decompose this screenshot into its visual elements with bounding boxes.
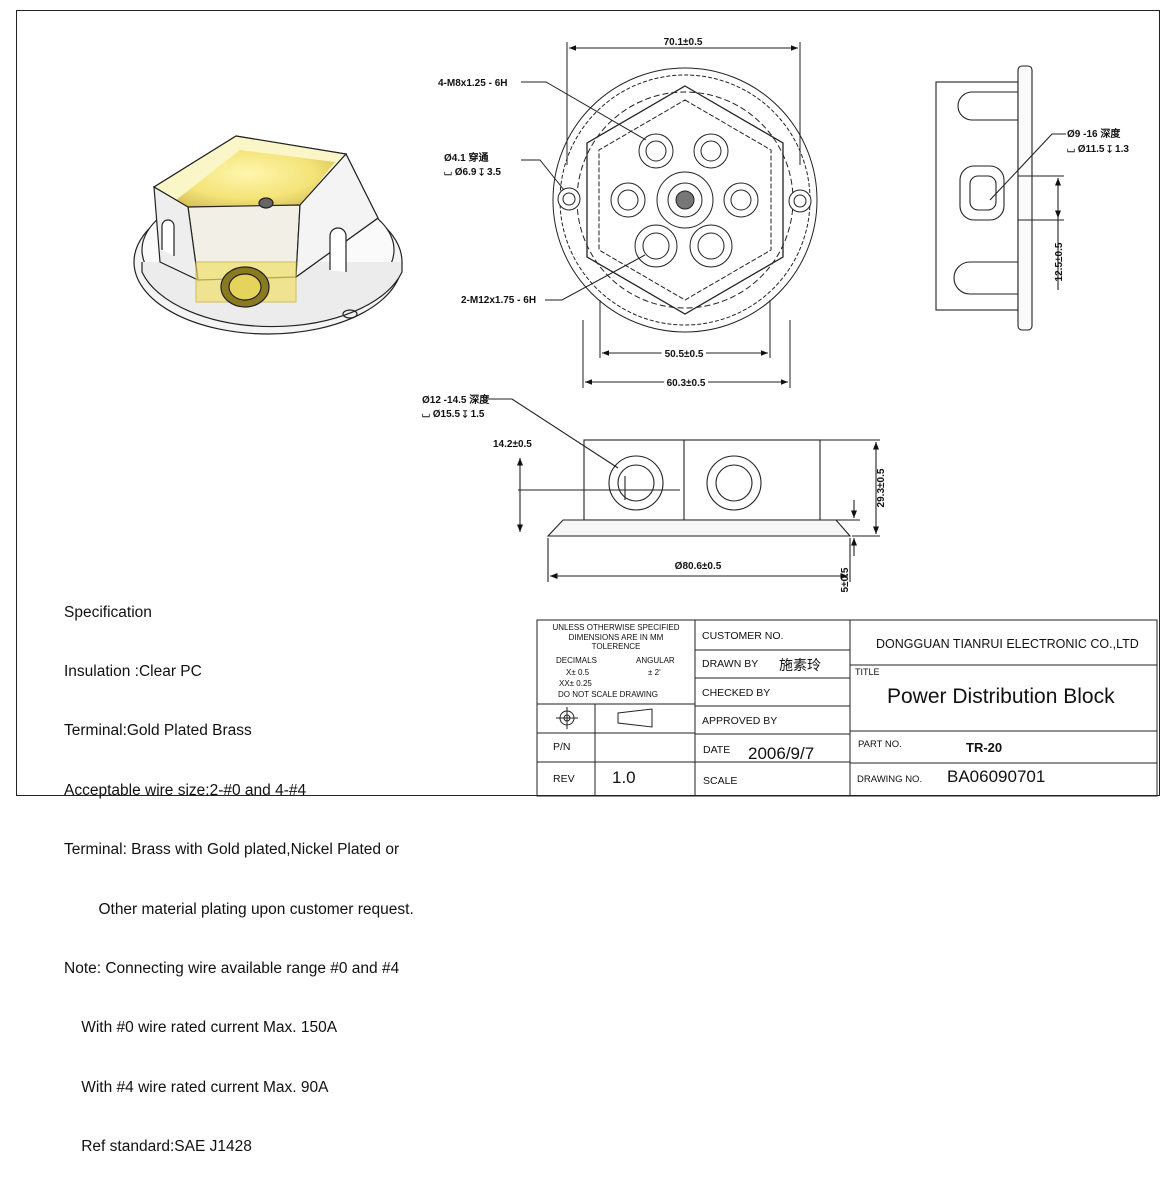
- specification-notes: Specification Insulation :Clear PC Termi…: [64, 563, 414, 1177]
- checked-by-label: CHECKED BY: [702, 687, 771, 699]
- x-tolerance: X± 0.5: [566, 668, 590, 677]
- xx-tolerance: XX± 0.25: [559, 679, 592, 688]
- dim-12-5: 12.5±0.5: [1054, 242, 1065, 281]
- dim-5: 5±0.5: [840, 567, 851, 592]
- spec-line: Ref standard:SAE J1428: [64, 1138, 252, 1156]
- top-view: [521, 42, 818, 388]
- angular-tolerance: ± 2': [648, 668, 661, 677]
- part-no-label: PART NO.: [858, 739, 902, 750]
- dim-60-3: 60.3±0.5: [667, 378, 706, 389]
- spec-line: With #0 wire rated current Max. 150A: [64, 1019, 338, 1037]
- customer-no-label: CUSTOMER NO.: [702, 630, 784, 642]
- spec-line: Other material plating upon customer req…: [64, 900, 414, 918]
- tolerance-note: UNLESS OTHERWISE SPECIFIED DIMENSIONS AR…: [552, 623, 680, 651]
- spec-line: Note: Connecting wire available range #0…: [64, 959, 400, 977]
- spec-line: Terminal: Brass with Gold plated,Nickel …: [64, 841, 400, 859]
- dim-hole-counterbore: ⌴ Ø6.9 ↧ 3.5: [444, 167, 501, 178]
- rev-label: REV: [553, 773, 575, 785]
- rev-value: 1.0: [612, 768, 636, 787]
- spec-line: Terminal:Gold Plated Brass: [64, 722, 252, 740]
- decimals-label: DECIMALS: [556, 656, 597, 665]
- dim-50-5: 50.5±0.5: [665, 349, 704, 360]
- spec-line: Acceptable wire size:2-#0 and 4-#4: [64, 781, 307, 799]
- side-view: [935, 65, 1066, 331]
- drawing-title: Power Distribution Block: [887, 685, 1115, 708]
- spec-line: With #4 wire rated current Max. 90A: [64, 1078, 329, 1096]
- dim-m8-thread: 4-M8x1.25 - 6H: [438, 78, 507, 89]
- technical-drawing: 70.1±0.5 4-M8x1.25 - 6H Ø4.1 穿通 ⌴ Ø6.9 ↧…: [133, 37, 1158, 797]
- angular-label: ANGULAR: [636, 656, 675, 665]
- date-label: DATE: [703, 744, 731, 756]
- pn-label: P/N: [553, 741, 571, 753]
- no-scale-note: DO NOT SCALE DRAWING: [558, 690, 659, 699]
- dim-29-3: 29.3±0.5: [876, 468, 887, 507]
- part-no-value: TR-20: [966, 740, 1003, 755]
- date-value: 2006/9/7: [748, 744, 815, 763]
- company-name: DONGGUAN TIANRUI ELECTRONIC CO.,LTD: [876, 637, 1139, 651]
- dim-front-hole-depth: Ø12 -14.5 深度: [422, 393, 490, 406]
- drawn-by-label: DRAWN BY: [702, 658, 759, 670]
- dim-front-counterbore: ⌴ Ø15.5 ↧ 1.5: [422, 409, 485, 420]
- title-label: TITLE: [855, 667, 880, 677]
- drawing-no-label: DRAWING NO.: [857, 774, 923, 785]
- spec-line: Specification: [64, 603, 152, 621]
- dim-side-hole-depth: Ø9 -16 深度: [1067, 127, 1121, 140]
- title-block: [536, 619, 1158, 797]
- drawn-by-value: 施素玲: [779, 658, 821, 674]
- isometric-view: [133, 135, 403, 335]
- drawing-no-value: BA06090701: [947, 767, 1046, 786]
- dim-side-counterbore: ⌴ Ø11.5 ↧ 1.3: [1067, 144, 1129, 155]
- spec-line: Insulation :Clear PC: [64, 662, 202, 680]
- front-view: [484, 398, 880, 582]
- dim-hole-through: Ø4.1 穿通: [444, 151, 488, 164]
- dim-70-1: 70.1±0.5: [664, 37, 703, 48]
- scale-label: SCALE: [703, 775, 738, 787]
- dim-m12-thread: 2-M12x1.75 - 6H: [461, 295, 536, 306]
- dim-80-6: Ø80.6±0.5: [675, 561, 722, 572]
- approved-by-label: APPROVED BY: [702, 715, 778, 727]
- dim-14-2: 14.2±0.5: [493, 439, 532, 450]
